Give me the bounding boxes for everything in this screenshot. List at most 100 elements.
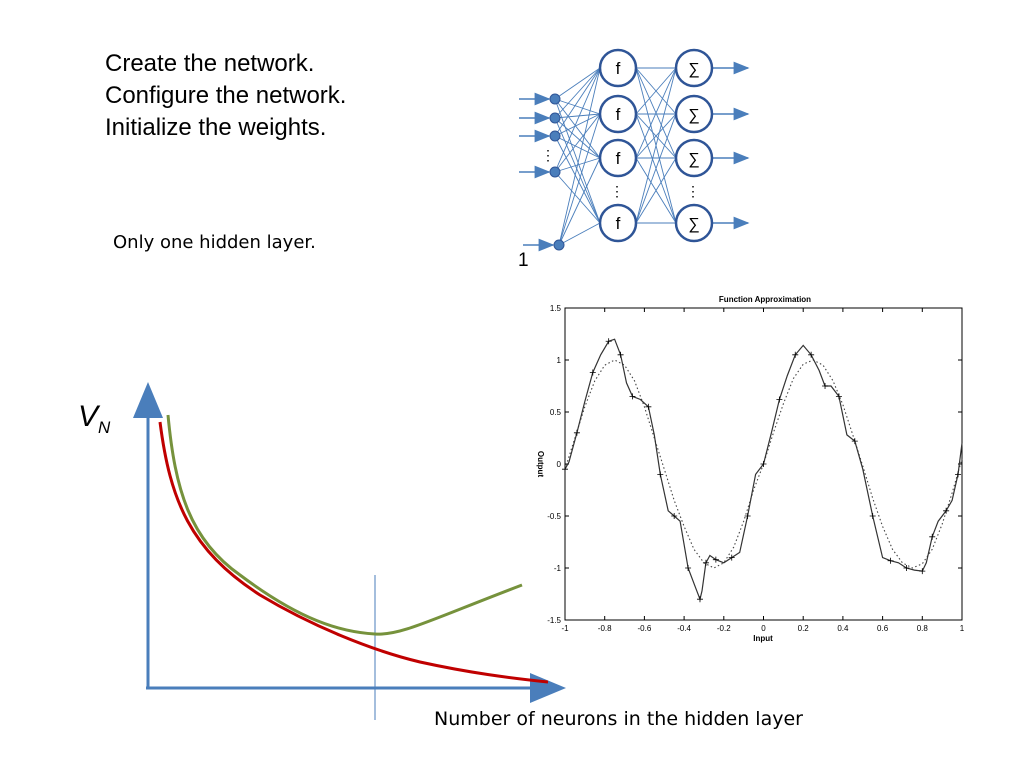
hidden-node bbox=[598, 138, 638, 178]
data-point-marker bbox=[903, 565, 910, 571]
data-point-marker bbox=[685, 565, 692, 571]
step-configure: Configure the network. bbox=[105, 82, 347, 109]
input-node bbox=[549, 93, 561, 105]
step-initialize: Initialize the weights. bbox=[105, 114, 327, 141]
vn-label: VN bbox=[78, 400, 111, 437]
output-node bbox=[674, 138, 714, 178]
data-point-marker bbox=[943, 507, 950, 514]
data-point-marker bbox=[657, 471, 664, 478]
weight-line bbox=[554, 113, 601, 137]
input-node bbox=[553, 239, 565, 251]
data-point-marker bbox=[562, 466, 568, 473]
data-point-marker bbox=[792, 351, 799, 358]
x-tick-label: -0.8 bbox=[598, 624, 612, 633]
output-node-label: ∑ bbox=[688, 151, 699, 168]
input-node bbox=[549, 130, 561, 142]
y-tick-label: 1 bbox=[557, 356, 562, 365]
y-tick-label: 1.5 bbox=[550, 304, 562, 313]
weight-line bbox=[558, 113, 601, 246]
x-tick-label: 0.8 bbox=[917, 624, 929, 633]
weight-line bbox=[635, 67, 677, 224]
chart-title: Function Approximation bbox=[719, 295, 811, 304]
y-tick-label: -1.5 bbox=[547, 616, 561, 625]
input-ellipsis: ⋮ bbox=[541, 147, 555, 163]
steps-list: Create the network. Configure the networ… bbox=[105, 48, 346, 144]
weight-line bbox=[635, 67, 677, 115]
x-tick-label: 0.6 bbox=[877, 624, 889, 633]
validation-error-curve bbox=[166, 414, 523, 636]
weight-line bbox=[554, 98, 601, 224]
hidden-ellipsis: ⋮ bbox=[610, 183, 624, 199]
data-point-marker bbox=[617, 351, 624, 358]
weight-line bbox=[554, 98, 601, 115]
data-point-marker bbox=[822, 383, 829, 389]
data-point-marker bbox=[728, 554, 735, 561]
data-point-marker bbox=[919, 568, 926, 575]
data-point-marker bbox=[671, 513, 678, 519]
hidden-node bbox=[598, 48, 638, 88]
hidden-layer-note: Only one hidden layer. bbox=[113, 232, 316, 253]
weight-line bbox=[554, 67, 601, 137]
input-node bbox=[549, 166, 561, 178]
x-axis-label: Number of neurons in the hidden layer bbox=[434, 708, 803, 730]
weight-line bbox=[554, 171, 601, 224]
weight-line bbox=[554, 117, 601, 159]
data-point-marker bbox=[629, 393, 636, 400]
x-tick-label: 1 bbox=[960, 624, 965, 633]
y-tick-label: -0.5 bbox=[547, 512, 561, 521]
data-point-marker bbox=[869, 513, 876, 519]
weight-line bbox=[558, 67, 601, 246]
output-node-label: ∑ bbox=[688, 216, 699, 233]
data-point-marker bbox=[760, 461, 767, 467]
x-tick-label: -1 bbox=[561, 624, 569, 633]
data-point-marker bbox=[929, 533, 936, 540]
chart-xlabel: Input bbox=[753, 634, 773, 643]
y-tick-label: -1 bbox=[554, 564, 562, 573]
hidden-node bbox=[598, 203, 638, 243]
x-tick-label: 0.4 bbox=[837, 624, 849, 633]
weight-line bbox=[635, 157, 677, 224]
bias-label: 1 bbox=[518, 250, 529, 271]
y-tick-label: 0.5 bbox=[550, 408, 562, 417]
hidden-node-label: f bbox=[616, 105, 621, 124]
data-point-marker bbox=[955, 471, 962, 478]
weight-line bbox=[635, 67, 677, 159]
hidden-node bbox=[598, 94, 638, 134]
chart-ylabel: Output bbox=[536, 451, 545, 478]
data-point-marker bbox=[589, 369, 596, 376]
data-point-marker bbox=[776, 396, 783, 403]
x-tick-label: -0.4 bbox=[677, 624, 691, 633]
weight-line bbox=[635, 113, 677, 224]
data-point-marker bbox=[808, 351, 815, 358]
data-point-marker bbox=[645, 403, 652, 410]
output-node-label: ∑ bbox=[688, 61, 699, 78]
weight-line bbox=[635, 113, 677, 159]
data-point-marker bbox=[835, 393, 842, 400]
weight-line bbox=[554, 113, 601, 173]
x-tick-label: -0.2 bbox=[717, 624, 731, 633]
error-plot: VN bbox=[78, 382, 566, 720]
x-tick-label: 0.2 bbox=[798, 624, 810, 633]
data-point-marker bbox=[702, 559, 709, 566]
function-approximation-chart: Function Approximation -1 -0.8 -0.6 -0.4 -0.… bbox=[536, 295, 965, 643]
weight-line bbox=[554, 113, 601, 119]
weight-line bbox=[554, 117, 601, 224]
vn-label-sub: N bbox=[98, 418, 111, 437]
weight-line bbox=[554, 67, 601, 100]
data-point-marker bbox=[744, 513, 751, 519]
data-point-marker bbox=[605, 338, 612, 345]
weight-line bbox=[554, 98, 601, 159]
data-point-marker bbox=[712, 556, 719, 563]
network-output-line bbox=[564, 338, 963, 602]
weight-line bbox=[554, 135, 601, 159]
data-point-marker bbox=[573, 429, 580, 436]
x-tick-label: -0.6 bbox=[638, 624, 652, 633]
vn-label-main: V bbox=[78, 400, 101, 433]
x-tick-label: 0 bbox=[761, 624, 766, 633]
output-node bbox=[674, 94, 714, 134]
hidden-node-label: f bbox=[616, 214, 621, 233]
weight-line bbox=[558, 222, 601, 246]
output-node bbox=[674, 203, 714, 243]
